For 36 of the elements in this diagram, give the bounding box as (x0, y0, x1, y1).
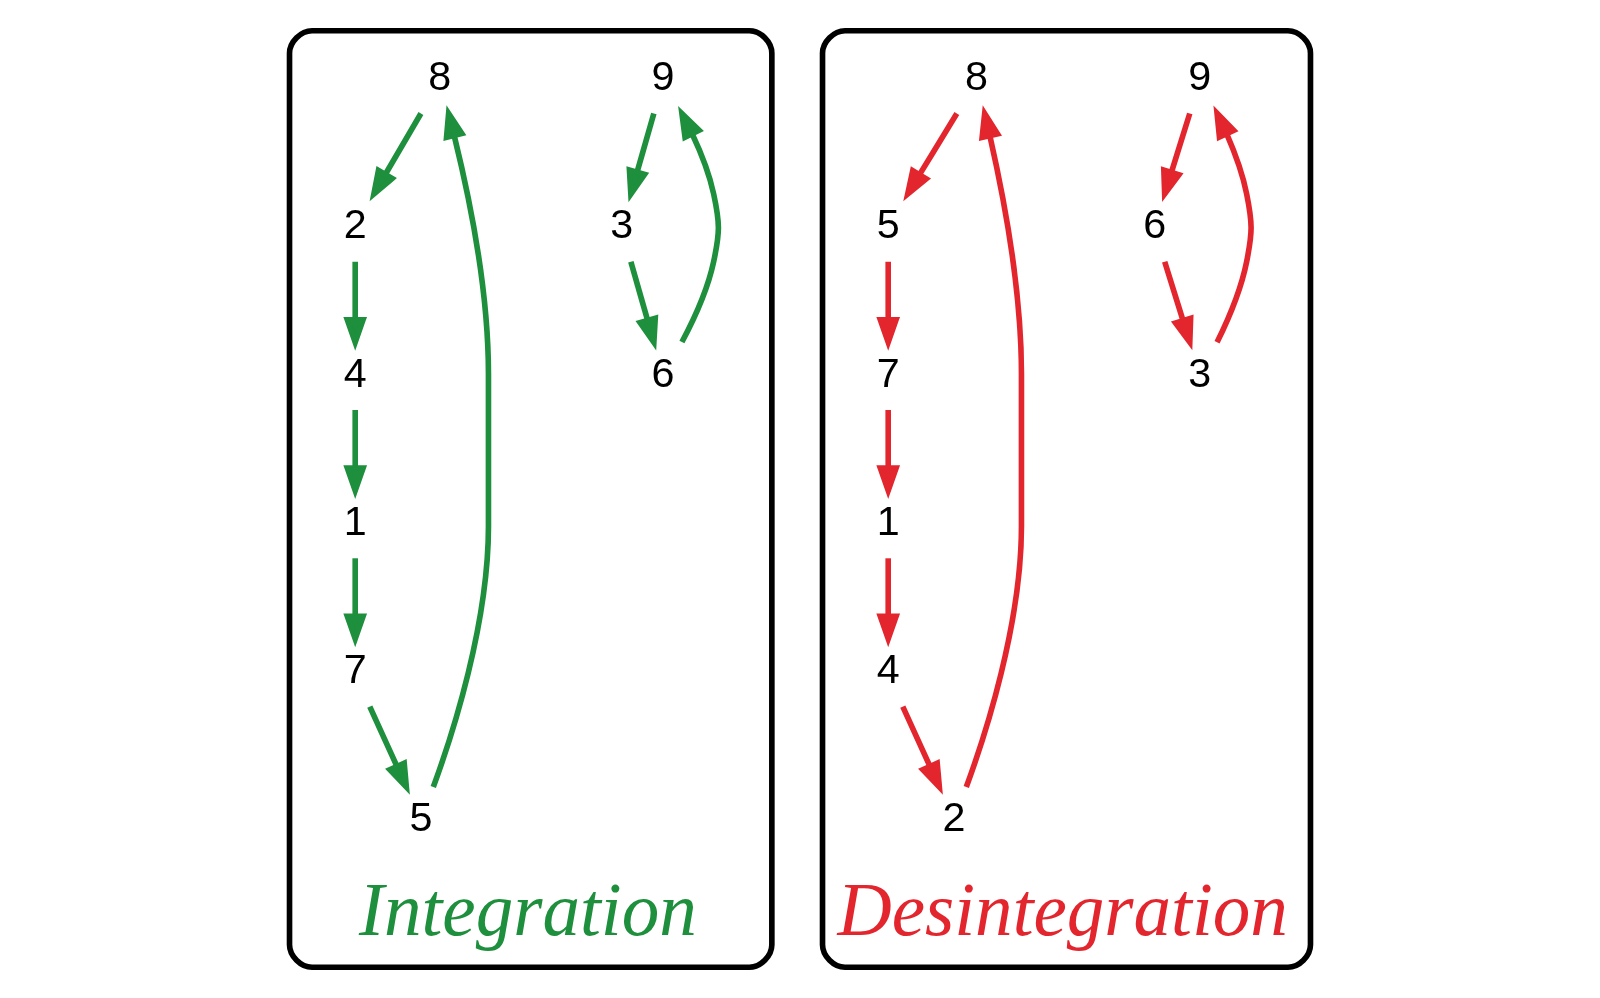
node-text: 6 (651, 349, 675, 396)
arrow (430, 105, 492, 788)
node-text: 7 (876, 349, 900, 396)
arrow (1213, 105, 1254, 344)
node-text: 3 (610, 201, 634, 248)
arrow (626, 112, 657, 203)
arrow (900, 705, 943, 795)
arrow (876, 558, 901, 648)
arrow (343, 410, 368, 499)
arrow (367, 705, 410, 795)
arrow (963, 105, 1025, 788)
node-text: 8 (964, 53, 988, 100)
node-text: 4 (343, 349, 367, 396)
node-text: 1 (343, 497, 367, 544)
arrow (343, 558, 368, 648)
node-text: 1 (876, 497, 900, 544)
node-text: 2 (942, 794, 966, 841)
arrow (1160, 112, 1193, 203)
node-text: 7 (343, 646, 367, 693)
node-text: 2 (343, 201, 367, 248)
arrow (1162, 260, 1194, 351)
arrow (369, 112, 424, 202)
node-text: 9 (651, 53, 675, 100)
node-text: 9 (1188, 53, 1212, 100)
node-text: 5 (409, 794, 433, 841)
node-text: 5 (876, 201, 900, 248)
node-text: 8 (428, 53, 452, 100)
arrow (903, 112, 960, 202)
arrow (628, 261, 659, 351)
node-text: 6 (1143, 201, 1167, 248)
arrow (876, 261, 901, 351)
node-text: 4 (876, 646, 900, 693)
arrow (343, 261, 368, 351)
arrow (876, 410, 901, 499)
node-text: 3 (1188, 349, 1212, 396)
arrow (678, 106, 722, 344)
